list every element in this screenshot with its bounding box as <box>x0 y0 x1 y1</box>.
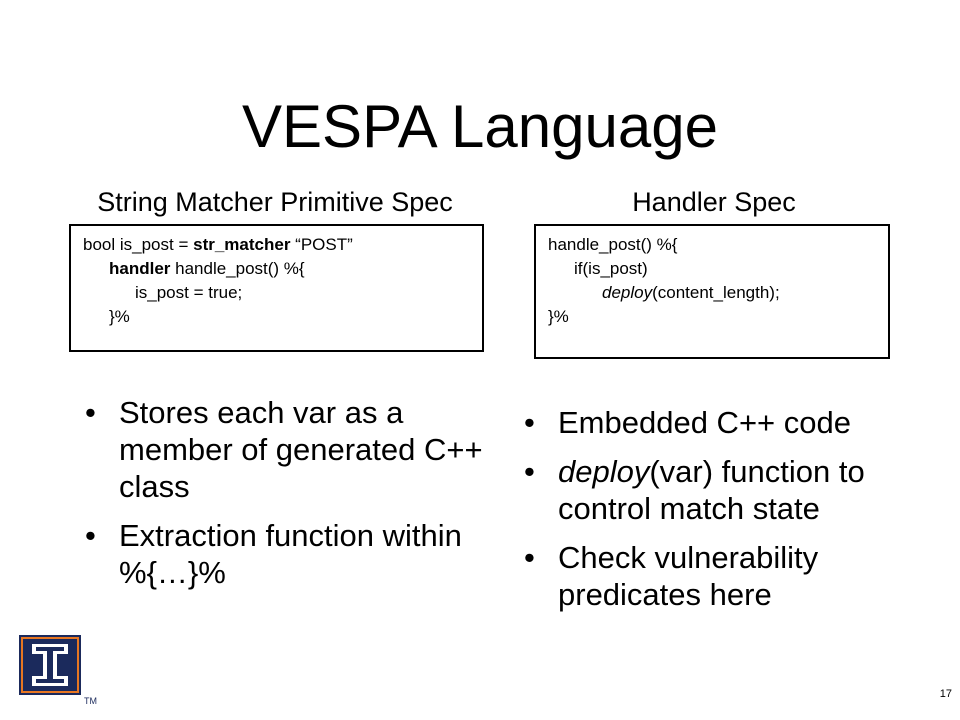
code-text: (content_length); <box>652 283 780 302</box>
trademark-text: TM <box>84 696 97 706</box>
logo-graphic: TM <box>19 635 97 706</box>
list-item: • Stores each var as a member of generate… <box>85 394 485 505</box>
right-column-heading: Handler Spec <box>632 187 796 217</box>
list-item: • Extraction function within %{…}% <box>85 517 485 591</box>
code-line-3: is_post = true; <box>135 283 243 302</box>
code-emphasis: deploy <box>602 283 653 302</box>
bullet-icon: • <box>85 518 96 553</box>
bullet-text: Check vulnerability predicates here <box>558 540 819 612</box>
bullet-text: Embedded C++ code <box>558 405 851 440</box>
list-item: • Embedded C++ code <box>524 404 944 441</box>
block-i-inner <box>36 647 64 683</box>
code-line-3: deploy(content_length); <box>548 281 888 305</box>
code-text: handle_post() %{ <box>170 259 305 278</box>
code-text: bool is_post = <box>83 235 194 254</box>
code-line-4: }% <box>109 307 130 326</box>
university-of-illinois-block-i-icon: TM <box>18 634 100 710</box>
left-column-heading: String Matcher Primitive Spec <box>97 187 453 217</box>
code-line-4: }% <box>548 307 569 326</box>
slide-title: VESPA Language <box>242 93 718 160</box>
list-item: • deploy(var) function to control match s… <box>524 453 944 527</box>
bullet-icon: • <box>524 540 535 575</box>
bullet-emphasis: deploy <box>558 454 650 489</box>
code-line-2: if(is_post) <box>574 259 648 278</box>
left-bullet-list: • Stores each var as a member of generate… <box>85 394 485 603</box>
bullet-text: Extraction function within %{…}% <box>119 518 462 590</box>
code-text: “POST” <box>290 235 353 254</box>
code-keyword: str_matcher <box>193 235 291 254</box>
handler-code-box: handle_post() %{ if(is_post) deploy(cont… <box>534 224 890 359</box>
code-line-1: handle_post() %{ <box>548 235 678 254</box>
bullet-text: Stores each var as a member of generated… <box>119 395 483 504</box>
bullet-icon: • <box>85 395 96 430</box>
bullet-text: (var) function to control match state <box>558 454 865 526</box>
string-matcher-code-box: bool is_post = str_matcher “POST” handle… <box>69 224 484 352</box>
code-line-1: bool is_post = str_matcher “POST” <box>83 233 482 257</box>
page-number: 17 <box>939 688 952 700</box>
code-line-2: handler handle_post() %{ <box>83 257 482 281</box>
logo-inner-border <box>21 637 79 693</box>
right-bullet-list: • Embedded C++ code • deploy(var) function… <box>524 404 944 625</box>
bullet-icon: • <box>524 454 535 489</box>
bullet-icon: • <box>524 405 535 440</box>
list-item: • Check vulnerability predicates here <box>524 539 944 613</box>
code-keyword: handler <box>109 259 171 278</box>
